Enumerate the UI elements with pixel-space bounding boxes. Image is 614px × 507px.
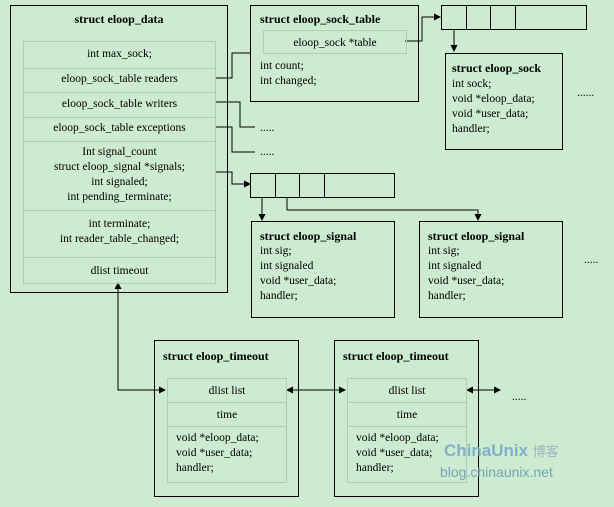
signal2-box: struct eloop_signal int sig; int signale… xyxy=(419,221,563,318)
sock-array xyxy=(441,5,587,30)
signal1-field-sig: int sig; xyxy=(260,245,292,257)
timeout2-field-user-data: void *user_data; xyxy=(356,447,433,459)
sock-field-eloop-data: void *eloop_data; xyxy=(452,93,535,105)
sock-ellipsis: ...... xyxy=(577,87,595,99)
signal2-field-handler: handler; xyxy=(428,290,466,302)
timeout2-fields: dlist list time void *eloop_data; void *… xyxy=(347,378,467,483)
sock-title: struct eloop_sock xyxy=(452,61,541,75)
timeout2-field-dlist: dlist list xyxy=(388,385,426,397)
field-dlist-timeout: dlist timeout xyxy=(90,265,149,277)
signal1-box: struct eloop_signal int sig; int signale… xyxy=(251,221,395,318)
timeout2-field-time: time xyxy=(396,409,418,421)
timeout1-fields: dlist list time void *eloop_data; void *… xyxy=(167,378,287,483)
timeout-ellipsis: ..... xyxy=(512,391,527,403)
timeout1-field-user-data: void *user_data; xyxy=(176,447,253,459)
signal2-field-sig: int sig; xyxy=(428,245,460,257)
sock-table-inner: eloop_sock *table xyxy=(263,30,407,54)
signal2-field-user-data: void *user_data; xyxy=(428,275,505,287)
watermark-url: blog.chinaunix.net xyxy=(440,464,553,480)
timeout1-field-handler: handler; xyxy=(176,462,214,474)
timeout1-field-time: time xyxy=(216,409,238,421)
sock-box: struct eloop_sock int sock; void *eloop_… xyxy=(445,53,563,150)
exceptions-line xyxy=(215,126,255,153)
field-reader-table-changed: int reader_table_changed; xyxy=(59,233,180,245)
field-count: int count; xyxy=(260,60,304,72)
sock-field-user-data: void *user_data; xyxy=(452,108,529,120)
writers-ellipsis: ..... xyxy=(260,122,275,134)
sock-field-handler: handler; xyxy=(452,123,490,135)
watermark-brand: ChinaUnix 博客 xyxy=(444,441,559,460)
field-terminate: int terminate; xyxy=(88,218,151,230)
timeout2-title: struct eloop_timeout xyxy=(343,349,449,363)
sock-table-title: struct eloop_sock_table xyxy=(260,12,381,26)
signal2-arrow xyxy=(286,198,482,221)
timeout1-title: struct eloop_timeout xyxy=(163,349,269,363)
signal1-field-signaled: int signaled xyxy=(260,260,314,272)
sock-field-sock: int sock; xyxy=(452,78,492,90)
timeout2-field-handler: handler; xyxy=(356,462,394,474)
signal1-field-user-data: void *user_data; xyxy=(260,275,337,287)
field-changed: int changed; xyxy=(260,75,317,87)
eloop-data-title: struct eloop_data xyxy=(74,12,164,26)
field-pending-terminate: int pending_terminate; xyxy=(67,191,172,203)
timeout1-field-dlist: dlist list xyxy=(208,385,246,397)
field-signaled: int signaled; xyxy=(91,176,148,188)
field-signals: struct eloop_signal *signals; xyxy=(54,161,185,173)
timeout2-field-eloop-data: void *eloop_data; xyxy=(356,432,439,444)
signal-ellipsis: ..... xyxy=(584,254,599,266)
signal2-field-signaled: int signaled xyxy=(428,260,482,272)
field-max-sock: int max_sock; xyxy=(87,48,152,60)
readers-arrow xyxy=(215,52,250,79)
signal1-field-handler: handler; xyxy=(260,290,298,302)
field-signal-count: Int signal_count xyxy=(82,146,157,158)
exceptions-ellipsis: ..... xyxy=(260,146,275,158)
field-table-ptr: eloop_sock *table xyxy=(293,37,377,49)
eloop-data-fields: int max_sock; eloop_sock_table readers e… xyxy=(23,41,216,284)
table-array-arrow xyxy=(405,13,441,42)
eloop-data-box: struct eloop_data int max_sock; eloop_so… xyxy=(10,5,228,293)
timeout1-field-eloop-data: void *eloop_data; xyxy=(176,432,259,444)
sock-table-box: struct eloop_sock_table eloop_sock *tabl… xyxy=(250,5,419,102)
field-exceptions: eloop_sock_table exceptions xyxy=(53,122,186,134)
field-writers: eloop_sock_table writers xyxy=(61,98,178,110)
timeout1-box: struct eloop_timeout dlist list time voi… xyxy=(154,340,299,497)
signal-array xyxy=(250,173,395,198)
field-readers: eloop_sock_table readers xyxy=(61,73,178,85)
signal1-title: struct eloop_signal xyxy=(260,229,357,243)
timeout2-box: struct eloop_timeout dlist list time voi… xyxy=(334,340,479,497)
timeout-arrow xyxy=(114,282,166,394)
signals-arrow xyxy=(215,171,251,188)
signal2-title: struct eloop_signal xyxy=(428,229,525,243)
